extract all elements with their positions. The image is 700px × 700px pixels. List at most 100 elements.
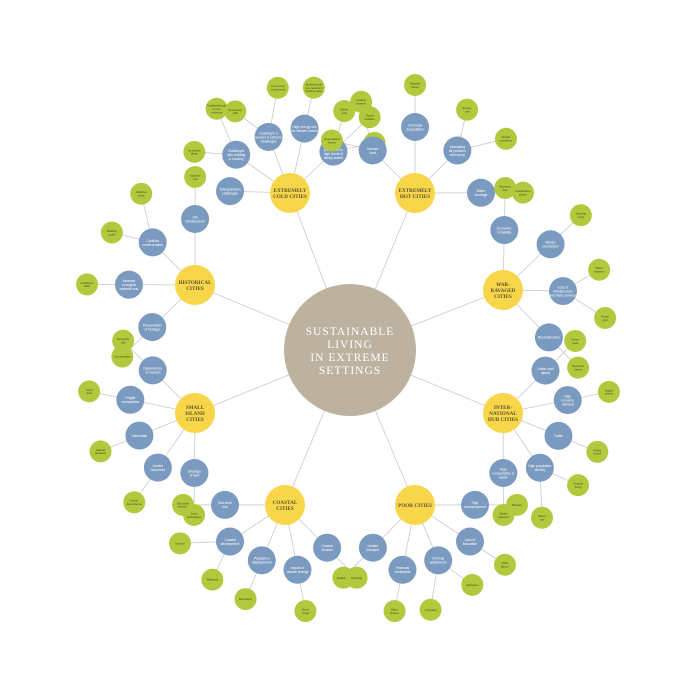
hot-hub-node xyxy=(395,173,435,213)
poor-leaf-node xyxy=(461,573,484,596)
poor-sub-label-line: Limited xyxy=(368,544,379,548)
cold-sub-label-line: Transportation xyxy=(219,188,240,192)
poor-sub-node xyxy=(424,546,453,575)
cold-sub-node xyxy=(222,140,251,169)
center-title-line: IN EXTREME xyxy=(310,352,389,364)
historical-sub-label-line: material cost xyxy=(120,287,139,291)
cold-leaf-label-line: Social xyxy=(366,114,374,118)
hot-sub-label-line: Intense xyxy=(367,147,378,151)
war-sub-label-line: Loss of xyxy=(558,285,569,289)
center-title-line: LIVING xyxy=(327,339,373,351)
historical-sub-node xyxy=(138,228,167,257)
hub-leaf-label-line: Public xyxy=(594,448,602,452)
war-leaf-label-line: Housing xyxy=(576,212,587,216)
poor-leaf-label-line: Illiteracy xyxy=(512,503,523,507)
historical-sub-label-line: modernization xyxy=(142,243,163,247)
island-sub-node xyxy=(180,458,209,487)
coastal-sub-label-line: erosion xyxy=(322,548,333,552)
hub-sub-label: Traffic xyxy=(554,434,563,438)
war-leaf-label-line: loss xyxy=(503,188,509,192)
cold-leaf-node xyxy=(224,100,247,123)
coastal-leaf-node xyxy=(345,566,368,589)
cold-sub-label-line: challenges xyxy=(261,139,277,143)
cold-sub-label-line: high levels of xyxy=(324,152,343,156)
island-leaf-label-line: risk xyxy=(121,340,126,344)
poor-hub-node xyxy=(395,485,435,525)
coastal-leaf-node xyxy=(201,568,224,591)
coastal-leaf-label: Wetlands xyxy=(207,578,219,582)
hot-sub-label-line: Chemical xyxy=(408,123,422,127)
hub-sub-label-line: Traffic xyxy=(554,434,563,438)
island-sub-label-line: resources xyxy=(151,468,166,472)
poor-leaf-label-line: Micro xyxy=(391,608,398,612)
island-leaf-node xyxy=(78,380,101,403)
historical-leaf-label-line: Adaptive xyxy=(136,190,147,194)
poor-leaf-label: Illiteracy xyxy=(512,503,523,507)
poor-sub-label-line: Financial xyxy=(396,566,409,570)
hot-sub-node xyxy=(466,178,495,207)
cold-sub-label-line: High energy use xyxy=(293,125,317,129)
coastal-sub-node xyxy=(313,533,342,562)
hot-leaf-label-line: Heat-related xyxy=(324,137,340,141)
historical-sub-label-line: Conflicts xyxy=(146,239,159,243)
hub-leaf-label-line: reduction xyxy=(498,515,510,519)
hub-sub-node xyxy=(531,356,560,385)
hub-leaf-label-line: living xyxy=(575,485,582,489)
coastal-leaf-label-line: intrusion xyxy=(178,505,189,509)
historical-leaf-label-line: skills xyxy=(84,284,91,288)
poor-leaf-node xyxy=(505,493,528,516)
cold-leaf-label-line: Winter xyxy=(340,108,348,112)
war-leaf-label-line: Power xyxy=(601,314,609,318)
poor-sub-label-line: constraints xyxy=(395,570,411,574)
poor-sub-label-line: High xyxy=(472,501,479,505)
cold-leaf-label-line: loss reduction xyxy=(305,86,323,90)
center-node xyxy=(284,284,416,416)
hub-leaf-label-line: roofs xyxy=(572,341,579,345)
coastal-sub-label-line: climate change xyxy=(286,570,308,574)
hot-sub-label-line: and smog xyxy=(450,153,465,157)
historical-leaf-label: Conservation xyxy=(114,355,131,359)
cold-leaf-label-line: Innovative xyxy=(188,148,201,152)
poor-leaf-node xyxy=(419,598,442,621)
hot-leaf-label-line: Outdoor xyxy=(356,98,366,102)
island-leaf-node xyxy=(112,329,135,352)
historical-leaf-label-line: Upgrade xyxy=(190,173,201,177)
coastal-leaf-label-line: Relocation xyxy=(239,597,253,601)
war-leaf-label-line: systems xyxy=(594,270,605,274)
historical-leaf-node xyxy=(130,182,153,205)
war-leaf-label-line: Recycled xyxy=(572,364,584,368)
cold-leaf-label-line: shift xyxy=(233,111,238,115)
war-leaf-label-line: Water xyxy=(596,266,603,270)
center-title-line: SETTINGS xyxy=(319,365,381,377)
cold-leaf-node xyxy=(183,140,206,163)
island-leaf-label-line: Land xyxy=(191,511,198,515)
poor-hub-label: POOR CITIES xyxy=(398,503,432,509)
hot-hub-label-line: HOT CITIES xyxy=(400,194,430,200)
coastal-sub-label-line: displacement xyxy=(252,561,272,565)
island-hub-label-line: ISLAND xyxy=(185,411,205,417)
hot-leaf-label-line: Desalination xyxy=(515,189,531,193)
cold-leaf-node xyxy=(302,76,325,99)
historical-leaf-label-line: Conservation xyxy=(114,355,131,359)
cold-leaf-label-line: heating value xyxy=(306,89,323,93)
coastal-leaf-label-line: Flooding xyxy=(351,576,362,580)
war-sub-label-line: instability xyxy=(498,230,512,234)
